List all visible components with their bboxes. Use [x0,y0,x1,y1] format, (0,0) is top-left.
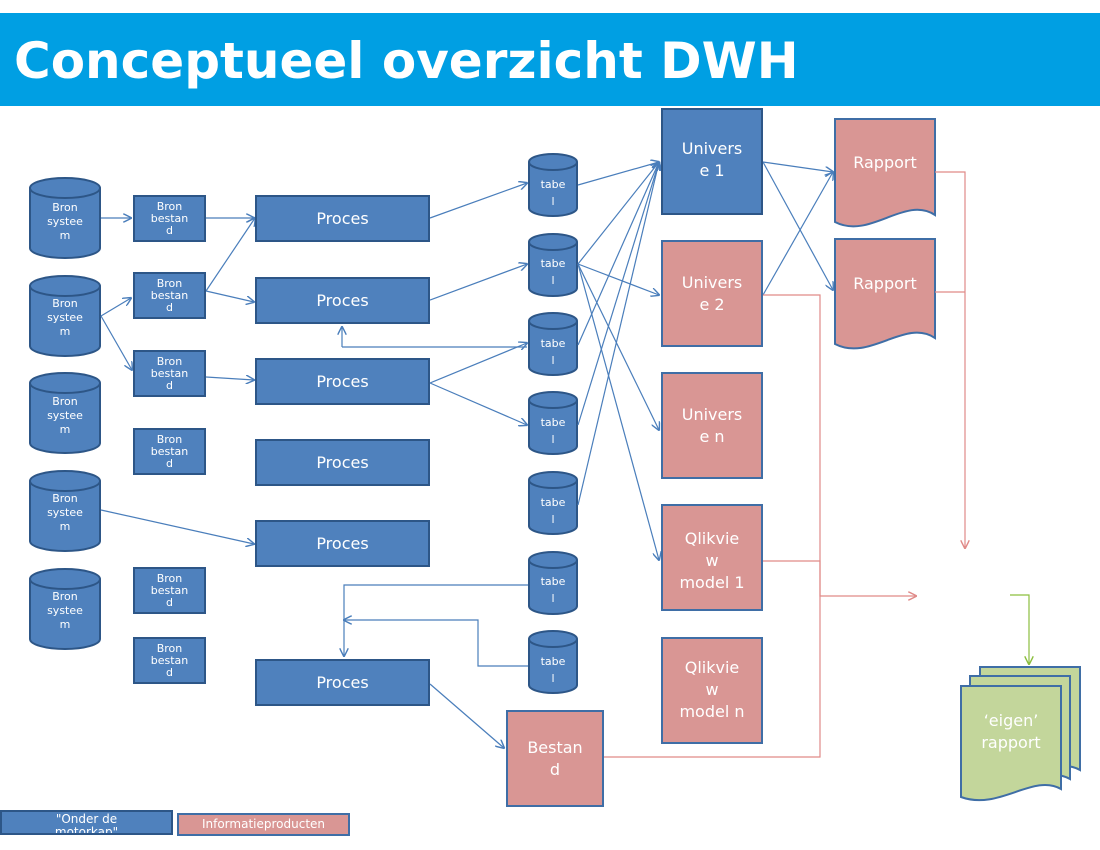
tabel-cylinder [528,630,578,694]
bron-systeem-cylinder [29,177,101,259]
proces-box: Proces [255,520,430,567]
tabel-cylinder [528,153,578,217]
legend-informatieproducten: Informatieproducten [177,813,350,836]
tabel-cylinder [528,391,578,455]
tabel-cylinder [528,551,578,615]
proces-box: Proces [255,277,430,324]
tabel-cylinder [528,233,578,297]
eigen-rapport-label: ‘eigen’rapport [981,711,1041,752]
eigen-rapport-stack [960,666,1081,802]
bron-systeem-cylinder [29,275,101,357]
title-bar: Conceptueel overzicht DWH [0,13,1100,106]
page-title: Conceptueel overzicht DWH [14,32,799,90]
proces-box: Proces [255,659,430,706]
red-connectors [604,171,965,758]
rapport-label: Rapport [853,153,917,172]
legend-onder-de-motorkap: "Onder de motorkap" [0,810,173,835]
proces-box: Proces [255,358,430,405]
rapport-document [834,118,936,228]
proces-box: Proces [255,439,430,486]
rapport-document [834,238,936,350]
bron-systeem-cylinder [29,372,101,454]
bron-systeem-cylinder [29,470,101,552]
green-connector [1010,594,1029,664]
proces-box: Proces [255,195,430,242]
tabel-cylinder [528,471,578,535]
tabel-cylinder [528,312,578,376]
bron-systeem-cylinder [29,568,101,650]
rapport-label: Rapport [853,274,917,293]
blue-connectors [100,162,833,748]
